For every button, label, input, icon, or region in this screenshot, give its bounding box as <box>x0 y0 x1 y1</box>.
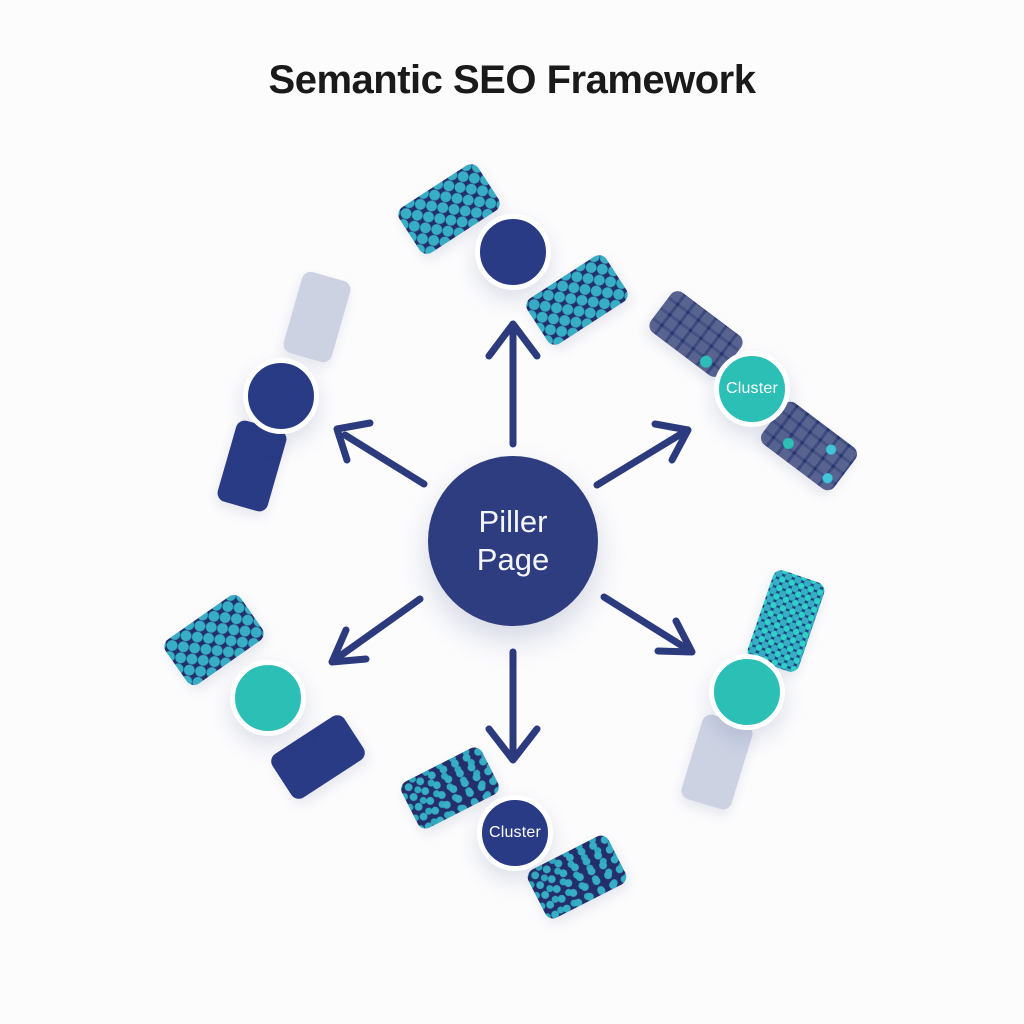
cluster-circle <box>475 214 551 290</box>
cluster-circle <box>243 358 319 434</box>
pillar-page-label: Piller Page <box>476 504 550 577</box>
arrow-upper-right <box>593 420 692 489</box>
arrow-up <box>485 320 541 448</box>
cluster-circle: Cluster <box>477 795 553 871</box>
arrow-lower-left <box>328 595 424 666</box>
arrow-down <box>485 648 541 764</box>
cluster-label: Cluster <box>488 824 542 841</box>
arrow-upper-left <box>333 419 428 488</box>
pillar-page-node: Piller Page <box>428 456 598 626</box>
arrow-lower-right <box>600 593 696 656</box>
page-title: Semantic SEO Framework <box>268 58 756 102</box>
cluster-circle: Cluster <box>714 351 790 427</box>
cluster-circle <box>709 654 785 730</box>
cluster-circle <box>230 660 306 736</box>
cluster-label: Cluster <box>725 380 779 397</box>
